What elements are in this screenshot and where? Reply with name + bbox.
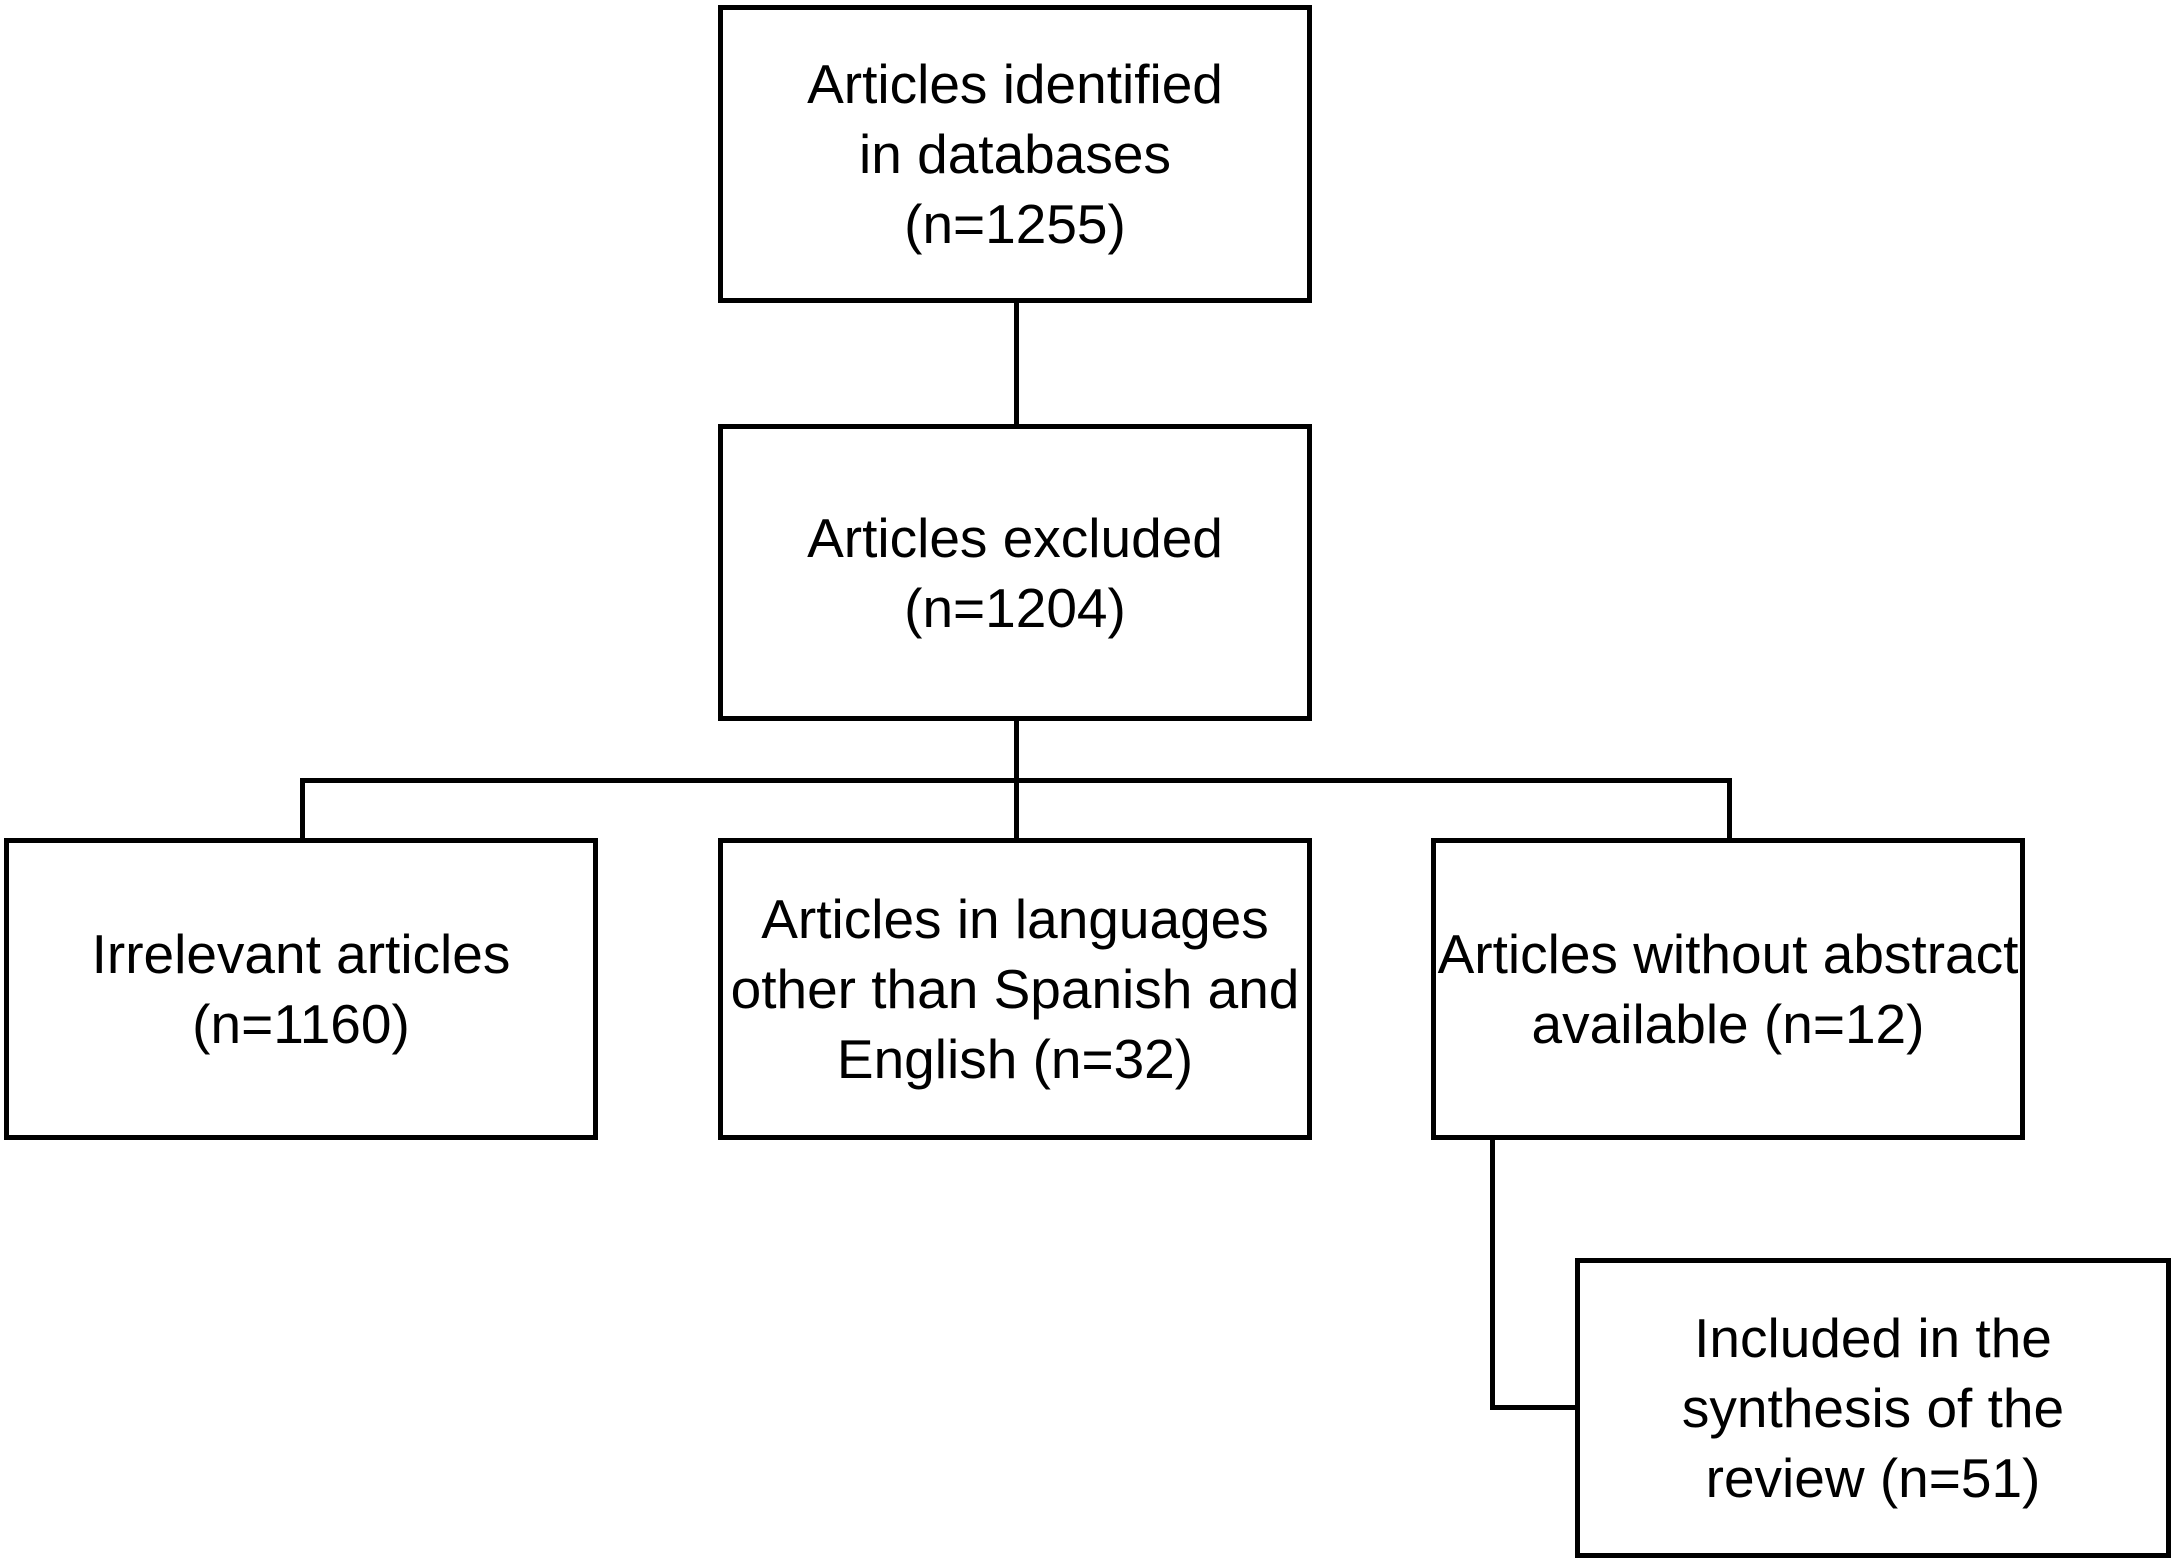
- box-articles-identified-line: in databases: [859, 123, 1171, 185]
- box-articles-identified-line: Articles identified: [807, 53, 1223, 115]
- box-articles-excluded-line: Articles excluded: [807, 506, 1223, 569]
- connector-no-abstract-down: [1490, 1135, 1495, 1410]
- box-other-languages-text: Articles in languages other than Spanish…: [731, 884, 1300, 1094]
- box-articles-identified-line: (n=1255): [904, 193, 1126, 255]
- box-irrelevant-articles-line: Irrelevant articles: [91, 923, 511, 985]
- box-included-synthesis: Included in the synthesis of the review …: [1575, 1258, 2171, 1558]
- connector-excluded-down: [1014, 718, 1019, 783]
- box-without-abstract-line: available (n=12): [1531, 993, 1925, 1055]
- box-included-synthesis-line: review (n=51): [1705, 1447, 2041, 1509]
- box-other-languages-line: other than Spanish and: [730, 958, 1300, 1020]
- box-without-abstract-text: Articles without abstract available (n=1…: [1438, 919, 2019, 1059]
- box-articles-excluded-line: (n=1204): [904, 576, 1126, 639]
- connector-identified-to-excluded: [1014, 301, 1019, 426]
- connector-to-irrelevant: [300, 778, 305, 840]
- box-irrelevant-articles: Irrelevant articles (n=1160): [4, 838, 598, 1140]
- box-articles-identified-text: Articles identified in databases (n=1255…: [807, 49, 1223, 259]
- box-included-synthesis-line: Included in the: [1694, 1307, 2052, 1369]
- connector-to-languages: [1014, 778, 1019, 840]
- box-articles-excluded: Articles excluded (n=1204): [718, 424, 1312, 721]
- box-included-synthesis-text: Included in the synthesis of the review …: [1682, 1303, 2064, 1513]
- box-included-synthesis-line: synthesis of the: [1681, 1377, 2065, 1439]
- box-articles-identified: Articles identified in databases (n=1255…: [718, 5, 1312, 303]
- box-other-languages-line: Articles in languages: [761, 888, 1269, 950]
- box-irrelevant-articles-line: (n=1160): [192, 993, 410, 1055]
- box-without-abstract: Articles without abstract available (n=1…: [1431, 838, 2025, 1140]
- box-without-abstract-line: Articles without abstract: [1437, 923, 2019, 985]
- box-other-languages-line: English (n=32): [836, 1028, 1194, 1090]
- box-articles-excluded-text: Articles excluded (n=1204): [807, 503, 1223, 643]
- connector-to-no-abstract: [1727, 778, 1732, 840]
- box-other-languages: Articles in languages other than Spanish…: [718, 838, 1312, 1140]
- box-irrelevant-articles-text: Irrelevant articles (n=1160): [92, 919, 511, 1059]
- connector-to-included: [1490, 1405, 1580, 1410]
